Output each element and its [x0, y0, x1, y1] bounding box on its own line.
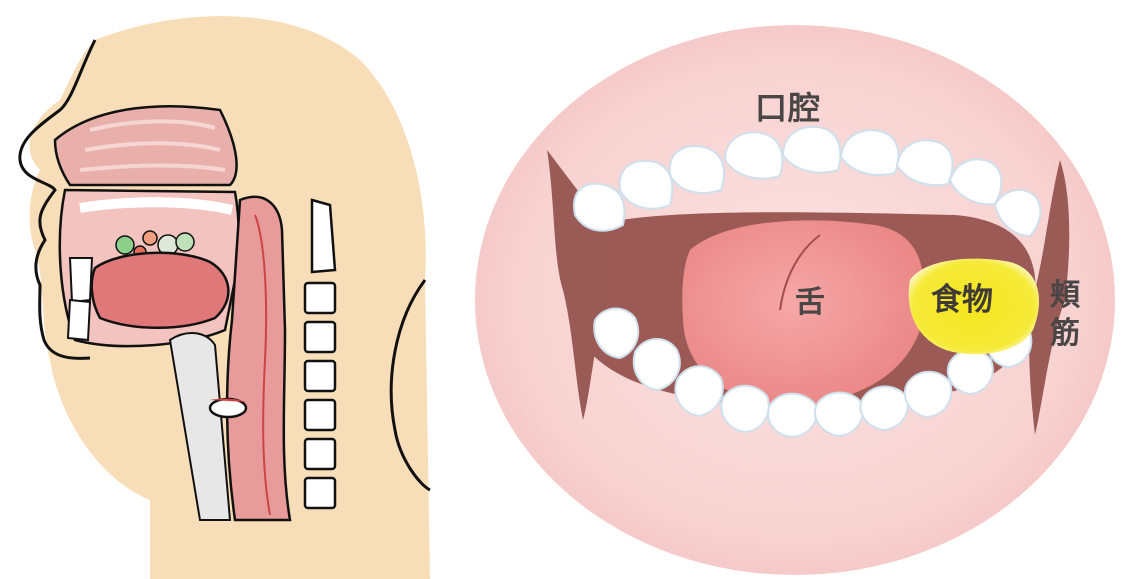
sagittal-head-illustration: [0, 0, 460, 579]
pharynx: [227, 197, 290, 520]
upper-teeth: [70, 258, 92, 302]
open-mouth-illustration: 口腔 舌 食物 頬筋: [455, 0, 1143, 579]
label-oral-cavity: 口腔: [755, 92, 821, 124]
label-food: 食物: [931, 285, 993, 316]
lower-teeth: [68, 300, 90, 340]
label-tongue: 舌: [795, 288, 825, 318]
label-buccinator: 頬筋: [1050, 277, 1084, 352]
sagittal-head-drawing: [0, 0, 460, 579]
tongue-side: [92, 253, 229, 328]
trachea-ring: [210, 399, 246, 417]
